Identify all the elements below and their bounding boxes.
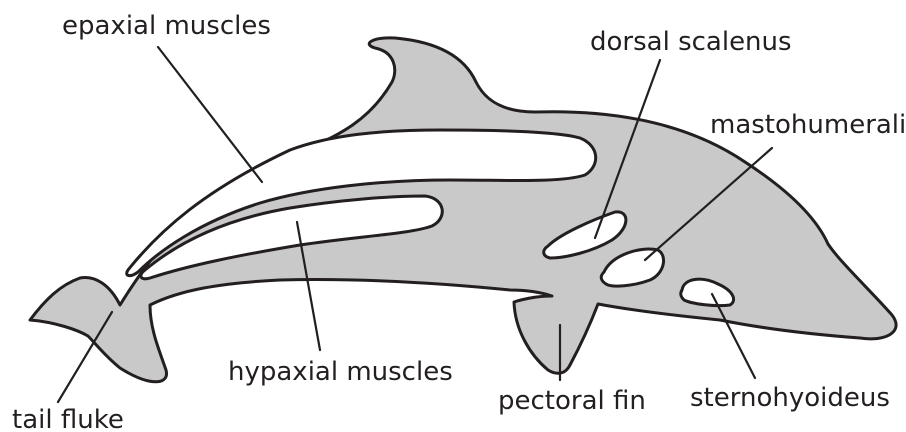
label-tail-fluke: tail fluke (12, 405, 124, 432)
label-pectoral-fin: pectoral fin (498, 386, 646, 416)
label-epaxial-muscles: epaxial muscles (62, 11, 271, 41)
label-dorsal-scalenus: dorsal scalenus (590, 27, 792, 57)
dolphin-body (30, 38, 896, 382)
label-sternohyoideus: sternohyoideus (690, 383, 890, 413)
label-mastohumeralis: mastohumeralis (710, 110, 906, 140)
label-hypaxial-muscles: hypaxial muscles (228, 357, 453, 387)
leader-epaxial (158, 47, 262, 182)
